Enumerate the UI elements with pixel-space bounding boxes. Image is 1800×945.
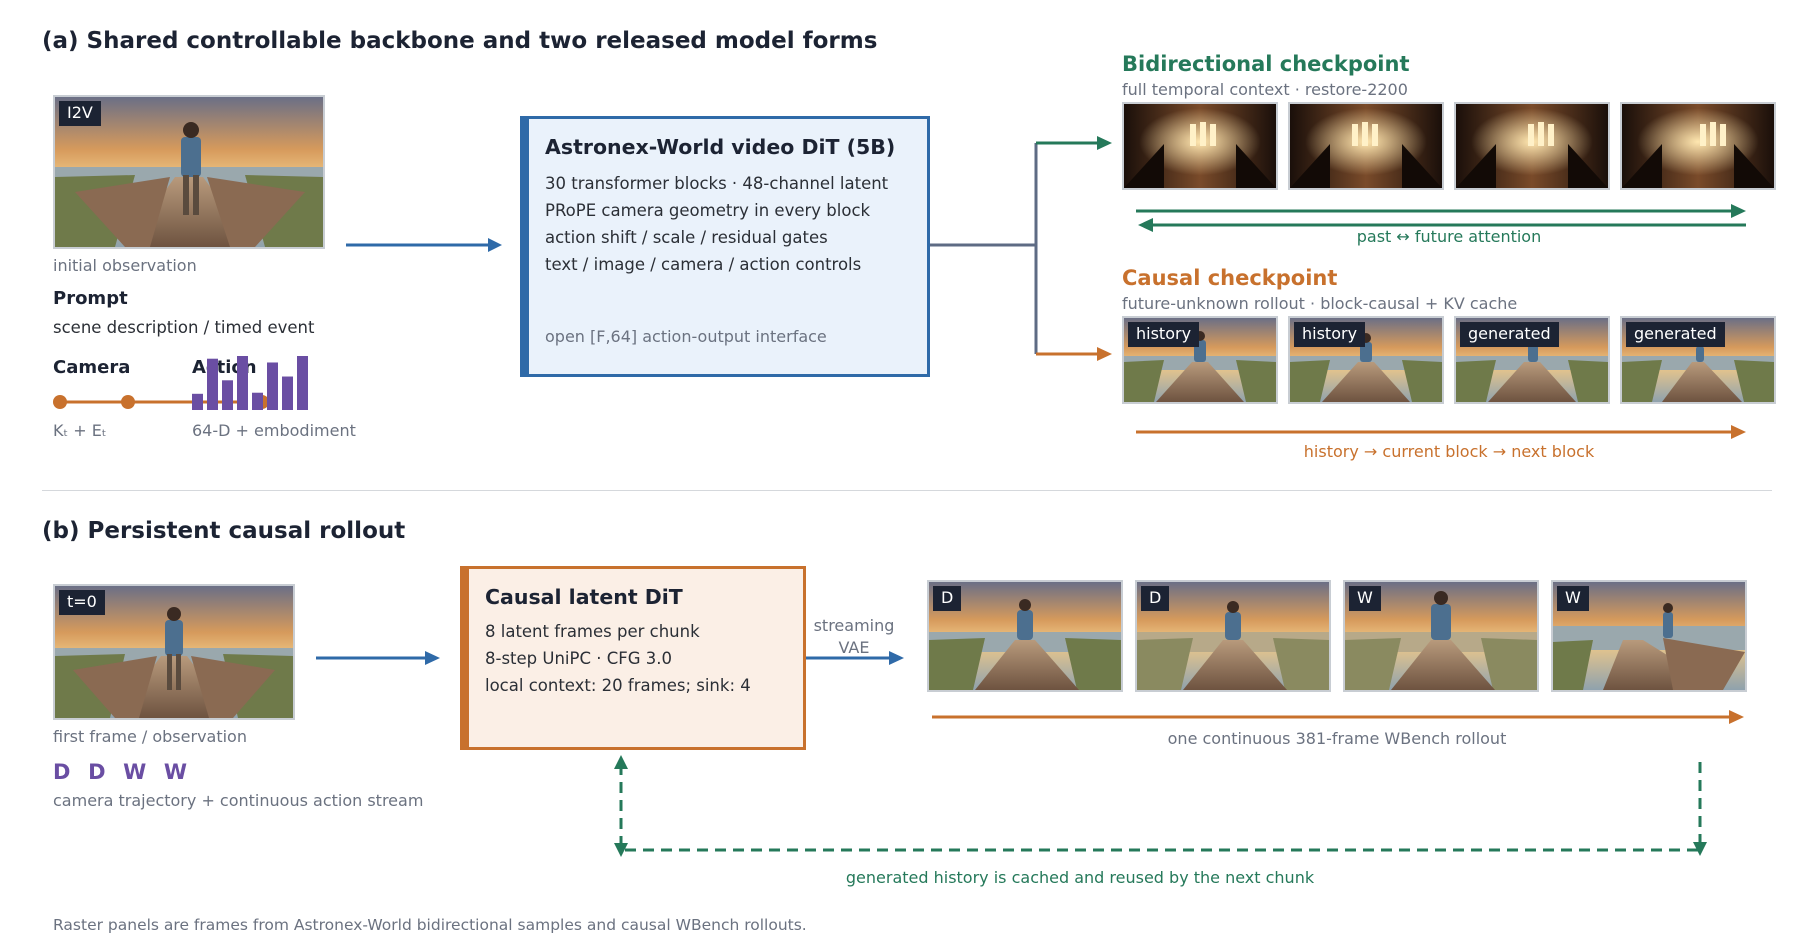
rollout-arrowhead bbox=[1729, 710, 1744, 724]
rollout-tag-1: D bbox=[933, 586, 962, 611]
bidirectional-frame-1 bbox=[1122, 102, 1278, 190]
action-keys: D D W W bbox=[53, 760, 188, 784]
rollout-frame-4: W bbox=[1551, 580, 1747, 692]
action-bar bbox=[297, 356, 308, 410]
backbone-line-4: text / image / camera / action controls bbox=[545, 255, 862, 274]
backbone-line-2: PRoPE camera geometry in every block bbox=[545, 201, 871, 220]
vae-label: VAE bbox=[838, 638, 870, 657]
rollout-tag-4: W bbox=[1557, 586, 1589, 611]
first-frame-image: t=0 bbox=[53, 584, 295, 720]
initial-observation-image: I2V bbox=[53, 95, 325, 249]
cache-label: generated history is cached and reused b… bbox=[845, 868, 1315, 887]
backbone-title: Astronex-World video DiT (5B) bbox=[545, 135, 896, 159]
bidirectional-frame-3 bbox=[1454, 102, 1610, 190]
action-bar bbox=[267, 362, 278, 410]
causal-tag-1: history bbox=[1128, 322, 1200, 347]
footnote: Raster panels are frames from Astronex-W… bbox=[53, 916, 807, 934]
action-key-4: W bbox=[163, 760, 189, 784]
causal-dit-box: Causal latent DiT 8 latent frames per ch… bbox=[460, 566, 806, 750]
rollout-tag-2: D bbox=[1141, 586, 1170, 611]
cache-loop-corner-arrowhead bbox=[614, 843, 628, 857]
causal-dit-line-1: 8 latent frames per chunk bbox=[485, 622, 700, 641]
backbone-box: Astronex-World video DiT (5B) 30 transfo… bbox=[520, 116, 930, 377]
past-arrowhead bbox=[1138, 218, 1153, 232]
cache-loop-up-arrowhead bbox=[614, 755, 628, 769]
i2v-tag: I2V bbox=[59, 101, 101, 126]
action-bar bbox=[252, 392, 263, 410]
action-bar bbox=[192, 393, 203, 410]
streaming-label: streaming bbox=[813, 616, 895, 635]
causal-progression-arrowhead bbox=[1731, 425, 1746, 439]
panel-a-title: (a) Shared controllable backbone and two… bbox=[42, 28, 878, 54]
action-key-3: W bbox=[123, 760, 148, 784]
backbone-line-1: 30 transformer blocks · 48-channel laten… bbox=[545, 174, 889, 193]
causal-subtitle: future-unknown rollout · block-causal + … bbox=[1122, 294, 1518, 313]
causal-dit-title: Causal latent DiT bbox=[485, 585, 683, 609]
bidirectional-frame-2 bbox=[1288, 102, 1444, 190]
causal-tag-2: history bbox=[1294, 322, 1366, 347]
cache-loop-line bbox=[619, 762, 1702, 852]
bidirectional-frame-4 bbox=[1620, 102, 1776, 190]
causal-dit-line-3: local context: 20 frames; sink: 4 bbox=[485, 676, 751, 695]
causal-dit-line-2: 8-step UniPC · CFG 3.0 bbox=[485, 649, 672, 668]
prompt-description: scene description / timed event bbox=[53, 318, 315, 337]
panel-b-title: (b) Persistent causal rollout bbox=[42, 518, 406, 544]
panel-divider bbox=[42, 490, 1772, 491]
dit-to-frames-arrowhead bbox=[889, 651, 904, 665]
rollout-frame-2: D bbox=[1135, 580, 1331, 692]
action-bars bbox=[192, 356, 308, 410]
backbone-line-3: action shift / scale / residual gates bbox=[545, 228, 828, 247]
rollout-tag-3: W bbox=[1349, 586, 1381, 611]
action-bar bbox=[207, 358, 218, 410]
camera-title: Camera bbox=[53, 357, 131, 378]
causal-frame-2: history bbox=[1288, 316, 1444, 404]
rollout-frame-1: D bbox=[927, 580, 1123, 692]
action-key-1: D bbox=[53, 760, 72, 784]
bidirectional-title: Bidirectional checkpoint bbox=[1122, 52, 1410, 76]
first-frame-to-dit-arrowhead bbox=[425, 651, 440, 665]
camera-waypoint-1 bbox=[53, 395, 67, 409]
rollout-label: one continuous 381-frame WBench rollout bbox=[1167, 729, 1507, 748]
action-bar bbox=[222, 380, 233, 410]
causal-tag-3: generated bbox=[1460, 322, 1559, 347]
camera-caption: Kₜ + Eₜ bbox=[53, 421, 107, 440]
input-to-backbone-arrowhead bbox=[488, 238, 502, 252]
causal-tag-4: generated bbox=[1626, 322, 1725, 347]
prompt-title: Prompt bbox=[53, 288, 128, 309]
action-caption: 64-D + embodiment bbox=[192, 421, 356, 440]
action-keys-caption: camera trajectory + continuous action st… bbox=[53, 791, 424, 810]
action-key-2: D bbox=[88, 760, 107, 784]
causal-frame-3: generated bbox=[1454, 316, 1610, 404]
causal-frame-1: history bbox=[1122, 316, 1278, 404]
action-bar bbox=[282, 376, 293, 410]
initial-observation-caption: initial observation bbox=[53, 256, 197, 275]
causal-frame-4: generated bbox=[1620, 316, 1776, 404]
first-frame-caption: first frame / observation bbox=[53, 727, 247, 746]
t0-tag: t=0 bbox=[59, 590, 105, 615]
action-bar bbox=[237, 356, 248, 410]
backbone-footer: open [F,64] action-output interface bbox=[545, 327, 827, 346]
to-causal-arrowhead bbox=[1097, 347, 1112, 361]
to-bidirectional-arrowhead bbox=[1097, 136, 1112, 150]
rollout-frame-3: W bbox=[1343, 580, 1539, 692]
cache-loop-down-arrowhead bbox=[1693, 842, 1707, 856]
bidirectional-arrow-label: past ↔ future attention bbox=[1356, 227, 1542, 246]
bidirectional-subtitle: full temporal context · restore-2200 bbox=[1122, 80, 1408, 99]
future-arrowhead bbox=[1731, 204, 1746, 218]
causal-arrow-label: history → current block → next block bbox=[1303, 442, 1595, 461]
camera-waypoint-2 bbox=[121, 395, 135, 409]
causal-title: Causal checkpoint bbox=[1122, 266, 1338, 290]
